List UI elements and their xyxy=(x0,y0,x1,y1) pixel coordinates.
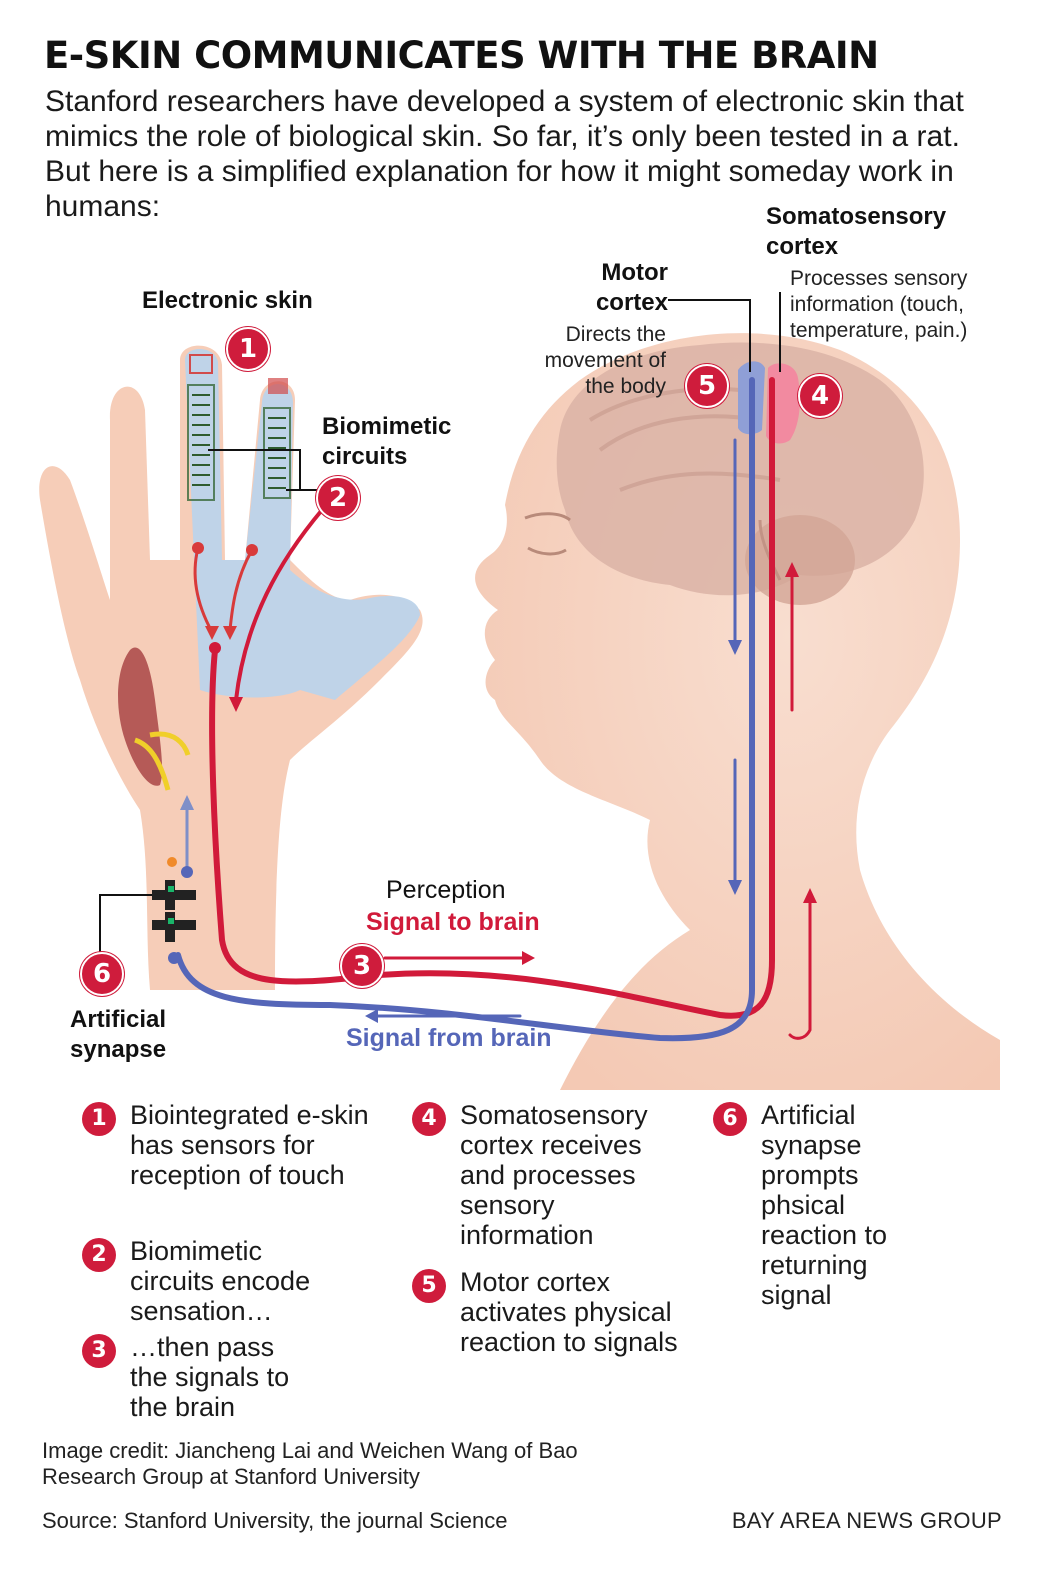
label-motor-cortex: Motor cortex xyxy=(595,259,668,316)
hand-illustration xyxy=(39,345,423,990)
badge-4: 4 xyxy=(798,374,842,418)
step-text: Biointegrated e-skin has sensors for rec… xyxy=(130,1100,369,1190)
badge-5: 5 xyxy=(685,364,729,408)
label-perception: Perception xyxy=(386,876,506,904)
badge-2: 2 xyxy=(316,476,360,520)
label-biomimetic-circuits: Biomimetic circuits xyxy=(322,413,452,470)
step-number-badge: 6 xyxy=(713,1102,747,1136)
step-text: Artificial synapse prompts phsical react… xyxy=(761,1100,888,1310)
label-somatosensory-desc: Processes sensory information (touch, te… xyxy=(790,267,968,342)
label-artificial-synapse: Artificial synapse xyxy=(70,1006,167,1063)
step-number-badge: 5 xyxy=(412,1269,446,1303)
page-title: E-SKIN COMMUNICATES WITH THE BRAIN xyxy=(44,34,879,77)
label-motor-desc: Directs the movement of the body xyxy=(544,323,666,398)
step-number-badge: 1 xyxy=(82,1102,116,1136)
source-line: Source: Stanford University, the journal… xyxy=(42,1508,508,1533)
badge-3: 3 xyxy=(340,944,384,988)
step-text: Somatosensory cortex receives and proces… xyxy=(460,1100,648,1250)
diagram-illustration xyxy=(39,292,1000,1090)
image-credit: Image credit: Jiancheng Lai and Weichen … xyxy=(42,1438,578,1489)
leader-lines xyxy=(99,292,781,958)
label-electronic-skin: Electronic skin xyxy=(142,287,313,314)
step-number-badge: 2 xyxy=(82,1238,116,1272)
artificial-synapse-device xyxy=(152,880,196,942)
step-number-badge: 4 xyxy=(412,1102,446,1136)
signal-arrowheads xyxy=(180,562,817,1023)
step-text: Motor cortex activates physical reaction… xyxy=(460,1267,678,1357)
publisher-brand: BAY AREA NEWS GROUP xyxy=(731,1508,1002,1533)
label-signal-to-brain: Signal to brain xyxy=(366,908,540,936)
badge-6: 6 xyxy=(80,952,124,996)
label-somatosensory-cortex: Somatosensory cortex xyxy=(766,203,947,260)
face-details xyxy=(524,512,571,556)
step-text: …then pass the signals to the brain xyxy=(130,1332,290,1422)
label-signal-from-brain: Signal from brain xyxy=(346,1024,552,1052)
intro-paragraph: Stanford researchers have developed a sy… xyxy=(45,85,964,223)
steps-legend: 1 Biointegrated e-skin has sensors for r… xyxy=(0,1095,1040,1435)
step-number-badge: 3 xyxy=(82,1334,116,1368)
step-text: Biomimetic circuits encode sensation… xyxy=(130,1236,311,1326)
badge-1: 1 xyxy=(226,327,270,371)
signal-nodes xyxy=(167,542,258,964)
